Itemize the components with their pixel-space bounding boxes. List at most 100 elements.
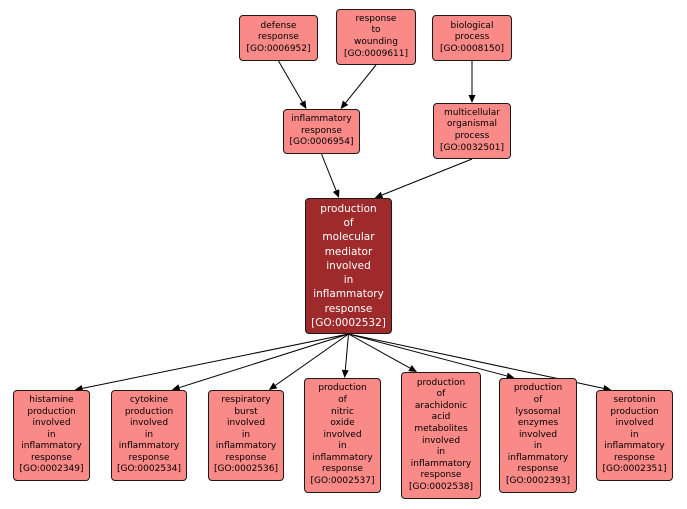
node-label-line: inflammatory	[410, 458, 472, 469]
edge-arrow	[374, 158, 473, 199]
node-label-line: defense	[260, 20, 297, 31]
edge-arrowhead	[505, 372, 515, 380]
edge-line	[348, 333, 411, 369]
node-label-line: response	[324, 302, 373, 315]
node-label-line: response	[301, 125, 342, 136]
node-label-line: mediator	[324, 245, 373, 258]
edge-arrow	[321, 153, 340, 198]
node-label-line: inflammatory	[21, 441, 82, 452]
node-label-line: cytokine	[129, 394, 169, 405]
node-label-line: inflammatory	[312, 452, 373, 463]
node-label-line: [GO:0009611]	[343, 48, 409, 59]
node-label-line: response	[258, 32, 299, 43]
node-label-line: process	[454, 32, 490, 43]
edge-arrow	[341, 333, 349, 378]
edge-arrowhead	[340, 100, 349, 109]
edge-arrow	[340, 64, 377, 109]
node-label-line: [GO:0002351]	[602, 464, 667, 475]
node-label-line: serotonin	[613, 394, 656, 405]
node-label-line: involved	[326, 259, 371, 272]
node-label-line: response	[225, 452, 267, 463]
node-label-line: [GO:0008150]	[439, 43, 505, 54]
edge-arrowhead	[171, 384, 181, 391]
node-label-line: biological	[450, 20, 494, 31]
edge-line	[345, 64, 377, 104]
node-label-line: inflammatory	[215, 441, 277, 452]
edge-line	[321, 153, 337, 191]
node-label-line: involved	[615, 418, 654, 429]
node-label-line: involved	[226, 418, 266, 429]
node-label-line: production	[610, 406, 659, 417]
node-label-line: [GO:0002538]	[408, 481, 474, 492]
node-label-line: burst	[234, 406, 258, 417]
node-label-line: respiratory	[221, 394, 271, 405]
edge-line	[381, 158, 473, 196]
node-label-line: process	[454, 131, 490, 141]
edge-arrow	[348, 333, 515, 380]
node-label-line: production	[513, 383, 563, 394]
node-label-line: involved	[129, 418, 169, 429]
node-label-line: inflammatory	[118, 441, 180, 452]
edge-line	[275, 333, 349, 386]
node-label-line: wounding	[354, 37, 398, 47]
node-label-line: [GO:0002534]	[116, 464, 182, 475]
node-label-line: production	[416, 377, 466, 388]
edge-line	[344, 333, 349, 371]
edge-arrow	[171, 333, 349, 391]
node-label-line: response	[355, 13, 397, 24]
node-label-line: response	[614, 452, 655, 463]
node-label-line: in	[241, 429, 251, 440]
edge-arrowhead	[341, 369, 349, 378]
node-label-line: involved	[32, 418, 71, 429]
node-label-line: organismal	[447, 119, 497, 130]
node-label-line: [GO:0002537]	[310, 476, 375, 487]
node-label-line: multicellular	[444, 107, 500, 118]
node-label-line: involved	[518, 429, 558, 440]
node-label-line: involved	[421, 435, 461, 446]
node-label-line: [GO:0006952]	[246, 43, 311, 54]
node-label-line: metabolites	[414, 423, 468, 434]
edge-line	[348, 333, 507, 377]
node-label-line: in	[630, 429, 639, 440]
node-label-line: lysosomal	[515, 406, 561, 417]
node-label-line: in	[47, 429, 56, 440]
node-label-line: of	[343, 217, 354, 230]
node-label-line: acid	[431, 412, 451, 423]
node-label-line: inflammatory	[507, 452, 569, 463]
edge-arrow	[268, 333, 349, 390]
node-label-line: inflammatory	[313, 288, 384, 301]
node-label-line: response	[322, 464, 363, 475]
edge-arrowhead	[299, 100, 307, 109]
node-label-line: molecular	[322, 231, 375, 244]
edge-arrowhead	[468, 95, 476, 103]
node-label-line: arachidonic	[414, 400, 468, 411]
node-label-line: [GO:0032501]	[439, 142, 505, 153]
node-label-line: of	[533, 394, 543, 405]
node-label-line: [GO:0002536]	[213, 464, 279, 475]
edge-arrow	[278, 60, 307, 109]
node-label-line: response	[128, 452, 170, 463]
node-label-line: of	[338, 394, 347, 405]
node-label-line: of	[436, 389, 446, 400]
node-label-line: in	[144, 429, 154, 440]
edge-arrowhead	[408, 365, 417, 372]
node-label-line: inflammatory	[604, 441, 665, 452]
edge-arrow	[348, 333, 417, 372]
edge-line	[82, 333, 349, 389]
node-label-line: production	[318, 383, 367, 394]
edge-arrowhead	[268, 382, 278, 390]
node-label-line: [GO:0002532]	[311, 316, 386, 329]
